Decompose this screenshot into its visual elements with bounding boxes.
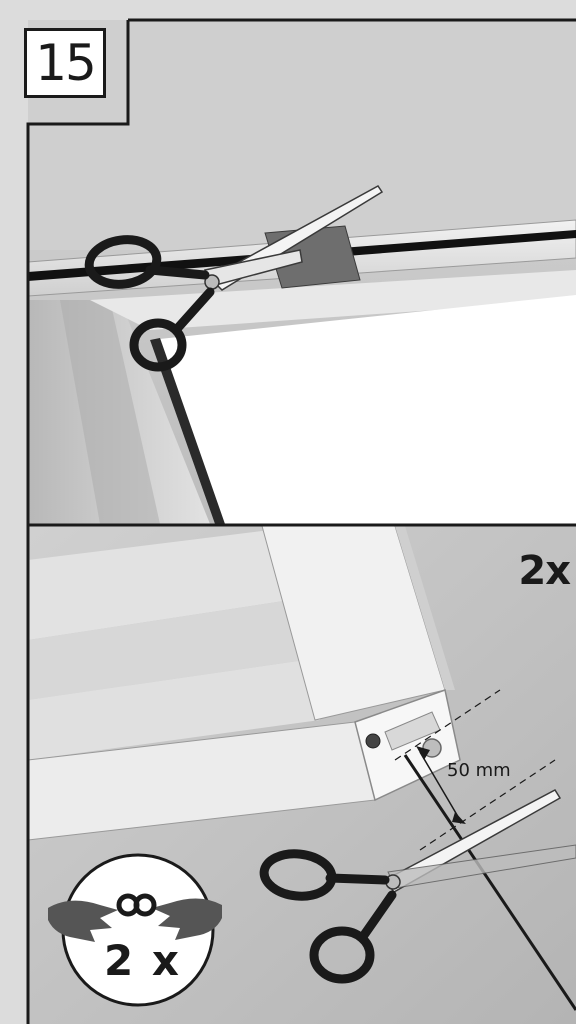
cord — [403, 754, 576, 1011]
scissors-icon — [259, 789, 576, 984]
hands-knot-icon — [48, 853, 222, 1007]
window-glass — [150, 295, 576, 524]
measurement-label: 50 mm — [447, 760, 511, 781]
badge-label: 2 x — [104, 936, 181, 985]
scissors-icon — [84, 185, 384, 372]
step-number: 15 — [24, 28, 106, 98]
quantity-label: 2x — [518, 548, 571, 594]
top-panel — [28, 20, 576, 524]
